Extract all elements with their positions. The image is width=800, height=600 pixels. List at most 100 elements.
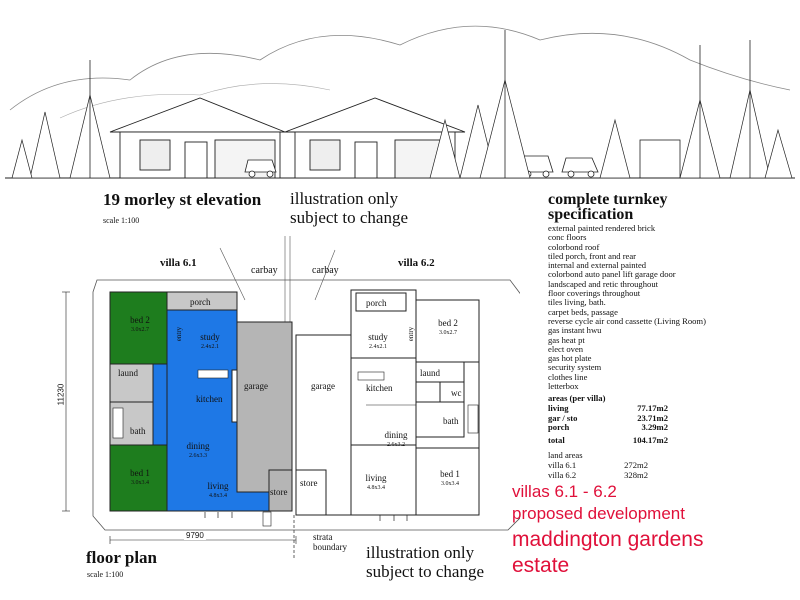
disclaimer-top-line1: illustration only xyxy=(290,189,399,208)
strata-line2: boundary xyxy=(313,542,347,552)
area-row: living 77.17m2 xyxy=(548,402,668,414)
land-value: 328m2 xyxy=(624,469,648,480)
v62-entry-label: entry xyxy=(407,326,416,342)
area-value: 23.71m2 xyxy=(637,412,668,423)
v61-bed2-label: bed 2 xyxy=(130,315,150,325)
land-value: 272m2 xyxy=(624,459,648,470)
spec-title-line1: complete turnkey xyxy=(548,191,668,208)
v61-kitchen-label: kitchen xyxy=(196,394,223,404)
area-row: total 104.17m2 xyxy=(548,434,668,446)
area-label: porch xyxy=(548,422,570,433)
v62-study: study 2.4x2.1 xyxy=(362,332,394,352)
v61-garage-label: garage xyxy=(244,381,268,391)
spec-item: colorbond roof xyxy=(548,241,600,252)
v62-bed2-label: bed 2 xyxy=(438,318,458,328)
area-label: living xyxy=(548,402,569,413)
v61-bed1-label: bed 1 xyxy=(130,468,150,478)
v61-laund-label: laund xyxy=(118,368,138,378)
spec-item: gas heat pt xyxy=(548,334,585,345)
v61-living: living 4.8x3.4 xyxy=(200,481,236,501)
v62-bath-room xyxy=(415,401,465,438)
v62-porch-label: porch xyxy=(366,298,387,308)
v62-living-dim: 4.8x3.4 xyxy=(367,485,385,491)
land-row: villa 6.2 328m2 xyxy=(548,469,648,481)
villa61-label: villa 6.1 xyxy=(160,257,197,269)
area-row: gar / sto 23.71m2 xyxy=(548,412,668,424)
v61-living-label: living xyxy=(207,481,229,491)
disclaimer-top: illustration only subject to change xyxy=(290,189,408,227)
v61-garage xyxy=(236,321,293,493)
spec-item: internal and external painted xyxy=(548,260,647,271)
spec-item: clothes line xyxy=(548,371,588,382)
promo-line4: estate xyxy=(512,554,570,577)
v62-living: living 4.8x3.4 xyxy=(358,473,394,493)
area-value: 77.17m2 xyxy=(637,402,668,413)
v62-kitchen-label: kitchen xyxy=(366,383,393,393)
v62-store xyxy=(295,469,327,516)
v62-bed1-label: bed 1 xyxy=(440,469,460,479)
v61-store-label: store xyxy=(270,487,288,497)
land-row: villa 6.1 272m2 xyxy=(548,459,648,471)
elevation-scale: scale 1:100 xyxy=(103,216,140,225)
promo-line2: proposed development xyxy=(512,504,685,523)
v61-bed1: bed 1 3.0x3.4 xyxy=(122,468,158,488)
v62-wc-label: wc xyxy=(451,388,462,398)
spec-item: tiles living, bath. xyxy=(548,297,606,308)
v62-porch xyxy=(355,292,407,312)
car-icon xyxy=(561,157,599,178)
spec-item: reverse cycle air cond cassette (Living … xyxy=(548,315,706,326)
spec-item: elect oven xyxy=(548,343,584,354)
dimension-width: 9790 xyxy=(184,531,206,540)
land-label: villa 6.1 xyxy=(548,459,577,470)
villa62-label: villa 6.2 xyxy=(398,257,435,269)
v61-dining: dining 2.6x3.3 xyxy=(180,441,216,461)
dimension-height: 11230 xyxy=(56,383,66,406)
spec-item: security system xyxy=(548,362,602,373)
v61-bed2-room xyxy=(109,291,168,365)
v61-bed2: bed 2 3.0x2.7 xyxy=(122,315,158,335)
promo-line1: villas 6.1 - 6.2 xyxy=(512,482,617,501)
v61-dining-dim: 2.6x3.3 xyxy=(189,453,207,459)
floor-plan xyxy=(62,236,520,560)
area-value: 104.17m2 xyxy=(632,434,668,445)
area-label: gar / sto xyxy=(548,412,578,423)
elevation-title: 19 morley st elevation xyxy=(103,190,262,209)
v61-study-label: study xyxy=(200,332,220,342)
disclaimer-bottom-line2: subject to change xyxy=(366,562,485,581)
v61-entry-label: entry xyxy=(175,326,184,342)
v61-porch-label: porch xyxy=(190,297,211,307)
strata-boundary: strata boundary xyxy=(313,532,347,552)
areas-heading: areas (per villa) xyxy=(548,393,606,404)
spec-item: landscaped and retic throughout xyxy=(548,278,659,289)
v61-bed1-dim: 3.0x3.4 xyxy=(131,480,149,486)
spec-title-line2: specification xyxy=(548,206,634,223)
floorplan-title: floor plan xyxy=(86,548,158,567)
promo-line3: maddington gardens xyxy=(512,528,704,551)
v62-bed2-dim: 3.0x2.7 xyxy=(439,330,457,336)
v62-dining-dim: 2.6x3.2 xyxy=(387,442,405,448)
carbay-left: carbay xyxy=(251,265,278,276)
v61-dining-label: dining xyxy=(186,441,210,451)
strata-line1: strata xyxy=(313,532,333,542)
disclaimer-bottom: illustration only subject to change xyxy=(366,543,484,581)
carbay-right: carbay xyxy=(312,265,339,276)
land-table: villa 6.1 272m2 villa 6.2 328m2 xyxy=(548,459,648,481)
v61-bath-label: bath xyxy=(130,426,146,436)
spec-item: tiled porch, front and rear xyxy=(548,250,637,261)
spec-item: carpet beds, passage xyxy=(548,306,618,317)
v62-bed1: bed 1 3.0x3.4 xyxy=(432,469,468,489)
v61-bed2-dim: 3.0x2.7 xyxy=(131,327,149,333)
v62-bed2-room xyxy=(415,299,480,363)
v62-study-dim: 2.4x2.1 xyxy=(369,344,387,350)
v62-bath-label: bath xyxy=(443,416,459,426)
v62-garage-label: garage xyxy=(311,381,335,391)
spec-item: floor coverings throughout xyxy=(548,288,641,299)
v62-store-label: store xyxy=(300,478,318,488)
v62-dining: dining 2.6x3.2 xyxy=(378,430,414,450)
v61-store xyxy=(268,469,293,512)
area-label: total xyxy=(548,434,565,445)
car-icon xyxy=(244,159,277,178)
spec-item: external painted rendered brick xyxy=(548,223,656,233)
land-label: villa 6.2 xyxy=(548,469,577,480)
